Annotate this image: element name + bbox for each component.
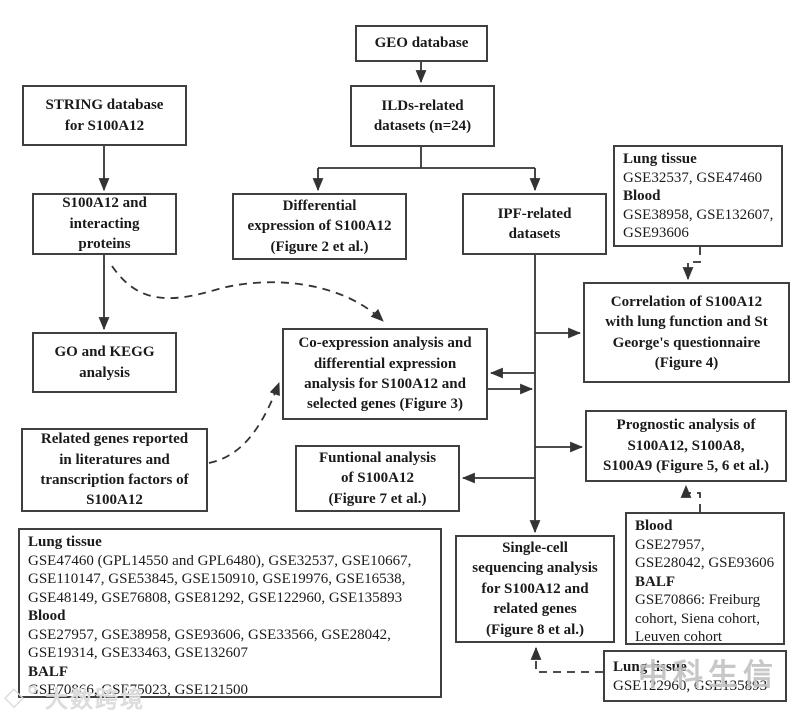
text-line: Correlation of S100A12 <box>610 293 763 310</box>
text-line: Funtional analysis <box>318 449 437 466</box>
text-line: expression of S100A12 <box>247 218 392 235</box>
text-line: analysis for S100A12 and <box>304 376 466 392</box>
geo-database-box: GEO database <box>355 25 488 62</box>
text-line: GSE19314, GSE33463, GSE132607 <box>28 645 249 661</box>
text-line: S100A9 (Figure 5, 6 et al.) <box>603 458 769 475</box>
text-line: Lung tissue <box>28 534 102 550</box>
text-line: in literatures and <box>59 451 170 468</box>
text-line: of S100A12 <box>341 470 414 487</box>
text-line: cohort, Siena cohort, <box>635 610 760 627</box>
text-line: S100A12 and <box>62 195 147 212</box>
text-line: proteins <box>78 236 131 253</box>
text-line: (Figure 7 et al.) <box>328 490 427 507</box>
text-line: transcription factors of <box>40 472 189 488</box>
text-line: Single-cell <box>502 540 568 557</box>
text-line: IPF-related <box>497 205 572 222</box>
text-line: for S100A12 and <box>481 580 589 597</box>
text-line: related genes <box>493 601 577 618</box>
text-line: GSE47460 (GPL14550 and GPL6480), GSE3253… <box>28 552 412 569</box>
funtional-analysis-box: Funtional analysis of S100A12 (Figure 7 et… <box>295 445 460 512</box>
text-line: BALF <box>635 573 676 590</box>
related-genes-box: Related genes reported in literatures and… <box>21 428 208 512</box>
text-line: interacting <box>69 215 140 232</box>
dashed-topright-to-correlation <box>682 247 701 281</box>
text-line: S100A12 <box>86 492 143 509</box>
text-line: GSE27957, <box>635 536 705 553</box>
dashed-bloodbalf-to-prognostic <box>680 484 701 512</box>
text-line: George's questionnaire <box>612 334 761 351</box>
text-line: (Figure 2 et al.) <box>270 238 369 255</box>
text-line: Leuven cohort <box>635 629 723 645</box>
single-cell-box: Single-cell sequencing analysis for S100A1… <box>455 535 615 643</box>
text-line: GSE93606 <box>623 225 689 241</box>
text-line: GSE70866: Freiburg <box>635 592 761 608</box>
text-line: Related genes reported <box>40 431 189 448</box>
text-line: analysis <box>79 364 130 381</box>
text-line: GO and KEGG <box>54 344 155 361</box>
dashed-relatedgenes-to-coexpression <box>208 381 280 464</box>
dashed-proteins-to-coexpression <box>111 265 384 322</box>
text-line: Lung tissue <box>623 151 697 167</box>
text-line: Lung tissue <box>613 659 687 675</box>
text-line: GSE28042, GSE93606 <box>635 555 775 571</box>
text-line: GSE70866, GSE75023, GSE121500 <box>28 682 249 698</box>
text-line: GSE27957, GSE38958, GSE93606, GSE33566, … <box>28 626 391 643</box>
text-line: STRING database <box>45 97 164 114</box>
text-line: GSE38958, GSE132607, <box>623 206 774 223</box>
co-expression-box: Co-expression analysis and differential e… <box>282 328 488 420</box>
text-line: (Figure 4) <box>654 354 719 371</box>
go-kegg-box: GO and KEGG analysis <box>32 332 177 393</box>
correlation-box: Correlation of S100A12 with lung function… <box>583 282 790 383</box>
text-line: for S100A12 <box>64 117 145 134</box>
text-line: GSE48149, GSE76808, GSE81292, GSE122960,… <box>28 589 403 606</box>
text-line: with lung function and St <box>605 314 768 331</box>
s100a12-proteins-box: S100A12 and interacting proteins <box>32 193 177 255</box>
prognostic-box: Prognostic analysis of S100A12, S100A8, S1… <box>585 410 787 482</box>
ilds-datasets-box: ILDs-related datasets (n=24) <box>350 85 495 147</box>
text-line: GSE32537, GSE47460 <box>623 169 763 186</box>
text-line: Blood <box>28 608 66 624</box>
text-line: sequencing analysis <box>472 560 598 577</box>
ipf-datasets-box: IPF-related datasets <box>462 193 607 255</box>
text-line: datasets (n=24) <box>373 118 472 134</box>
text-line: datasets <box>508 226 561 242</box>
dashed-lungtissue-to-singlecell <box>530 646 603 673</box>
string-database-box: STRING database for S100A12 <box>22 85 187 146</box>
text-line: GEO database <box>374 35 469 52</box>
text-line: Differential <box>282 197 357 214</box>
text-line: Blood <box>623 188 661 204</box>
text-line: GSE110147, GSE53845, GSE150910, GSE19976… <box>28 571 406 587</box>
text-line: S100A12, S100A8, <box>627 437 745 454</box>
differential-expression-box: Differential expression of S100A12 (Figure… <box>232 193 407 260</box>
text-line: (Figure 8 et al.) <box>485 621 585 638</box>
text-line: GSE122960, GSE135893 <box>613 677 768 694</box>
text-line: Prognostic analysis of <box>616 417 756 434</box>
text-line: Blood <box>635 518 673 534</box>
text-line: selected genes (Figure 3) <box>307 396 463 413</box>
text-line: BALF <box>28 663 69 680</box>
text-line: Co-expression analysis and <box>298 335 472 352</box>
text-line: ILDs-related <box>381 97 464 114</box>
text-line: differential expression <box>313 355 457 372</box>
